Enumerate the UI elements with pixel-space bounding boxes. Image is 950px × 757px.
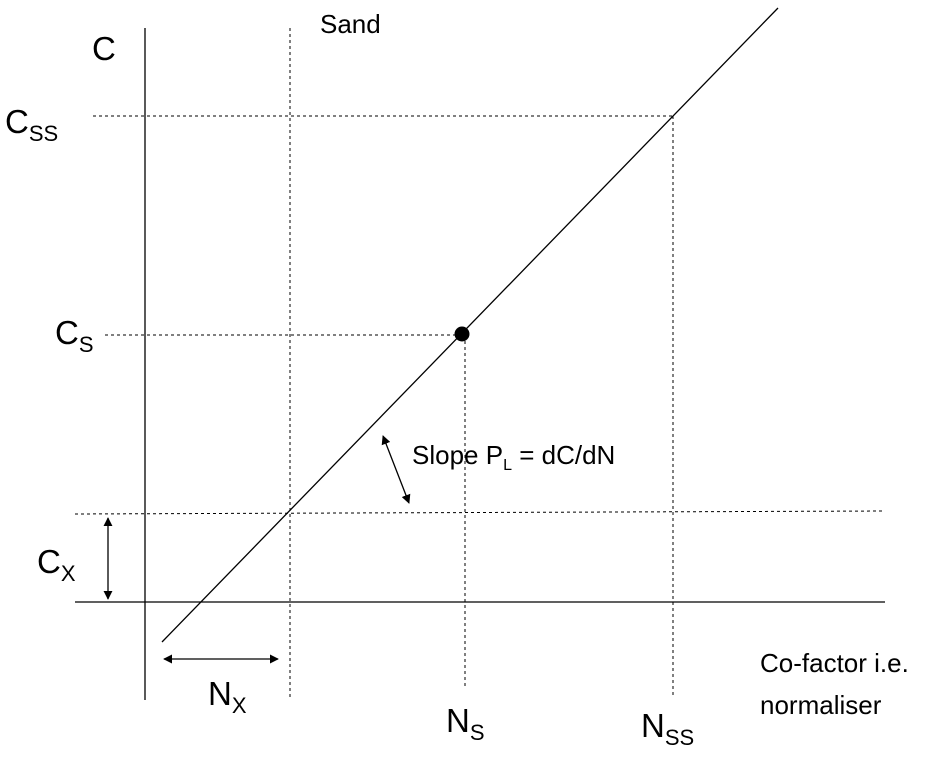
c-ss-sub: SS: [29, 121, 58, 146]
c-s-main: C: [55, 314, 79, 351]
n-s-main: N: [446, 702, 470, 739]
slope-arrow: [381, 435, 411, 504]
intersection-point: [454, 326, 470, 342]
n-x-sub: X: [232, 693, 247, 718]
x-axis-caption-line1: Co-factor i.e.: [760, 648, 909, 678]
n-x-label: NX: [208, 675, 247, 718]
c-x-sub: X: [61, 561, 76, 586]
slope-prefix: Slope P: [412, 440, 503, 470]
slope-sub: L: [503, 457, 512, 474]
c-x-main: C: [37, 543, 61, 580]
diagram-title: Sand: [320, 9, 381, 39]
n-ss-label: NSS: [641, 707, 694, 750]
slope-annotation: Slope PL = dC/dN: [412, 440, 615, 474]
y-axis-label: C: [92, 30, 116, 67]
slope-suffix: = dC/dN: [512, 440, 615, 470]
n-ss-sub: SS: [665, 725, 694, 750]
c-ss-label: CSS: [5, 103, 58, 146]
c-x-label: CX: [37, 543, 76, 586]
c-s-label: CS: [55, 314, 94, 357]
c-ss-main: C: [5, 103, 29, 140]
c-s-sub: S: [79, 332, 94, 357]
n-ss-main: N: [641, 707, 665, 744]
n-s-sub: S: [470, 720, 485, 745]
n-s-label: NS: [446, 702, 485, 745]
relationship-line: [161, 7, 779, 643]
c-x-guide-line: [74, 510, 886, 515]
x-axis-caption-line2: normaliser: [760, 690, 882, 720]
n-x-main: N: [208, 675, 232, 712]
